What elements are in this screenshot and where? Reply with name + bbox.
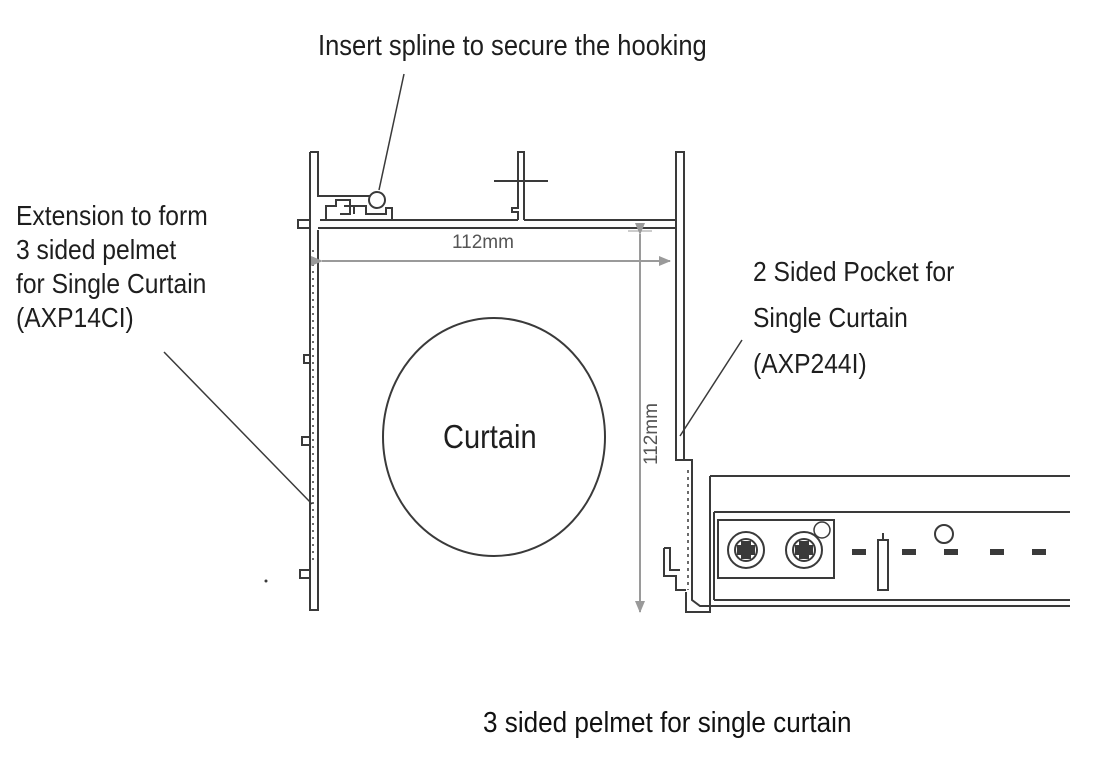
extension-profile (297, 151, 378, 611)
spline-label: Insert spline to secure the hooking (318, 30, 707, 62)
spline-leader-line (378, 73, 405, 191)
figure-caption: 3 sided pelmet for single curtain (483, 707, 852, 739)
extension-label-line-3: for Single Curtain (16, 268, 207, 299)
curtain-track (709, 475, 1070, 612)
curtain-label: Curtain (443, 418, 537, 455)
pocket-label-line-3: (AXP244I) (753, 348, 867, 379)
top-member (318, 151, 676, 229)
extension-label-line-2: 3 sided pelmet (16, 234, 177, 265)
track-slots (852, 549, 1046, 555)
pocket-leader-line (679, 339, 743, 437)
screw-left (727, 531, 765, 569)
track-hole-2 (934, 524, 954, 544)
spline-circle (368, 191, 386, 209)
pocket-label-line-1: 2 Sided Pocket for (753, 256, 955, 287)
extension-leader-line (163, 351, 313, 505)
curtain-circle (382, 317, 606, 557)
track-hole-1 (813, 521, 831, 539)
stray-dot (264, 579, 268, 583)
track-slot-vertical (877, 533, 889, 591)
extension-label: Extension to form 3 sided pelmet for Sin… (16, 199, 208, 335)
extension-label-line-1: Extension to form (16, 200, 208, 231)
pocket-label-line-2: Single Curtain (753, 302, 908, 333)
extension-label-line-4: (AXP14CI) (16, 302, 134, 333)
height-dimension-label: 112mm (641, 403, 662, 465)
width-dimension-label: 112mm (452, 232, 514, 253)
pocket-profile (663, 151, 711, 613)
screw-right (785, 531, 823, 569)
pocket-label: 2 Sided Pocket for Single Curtain (AXP24… (753, 249, 954, 387)
